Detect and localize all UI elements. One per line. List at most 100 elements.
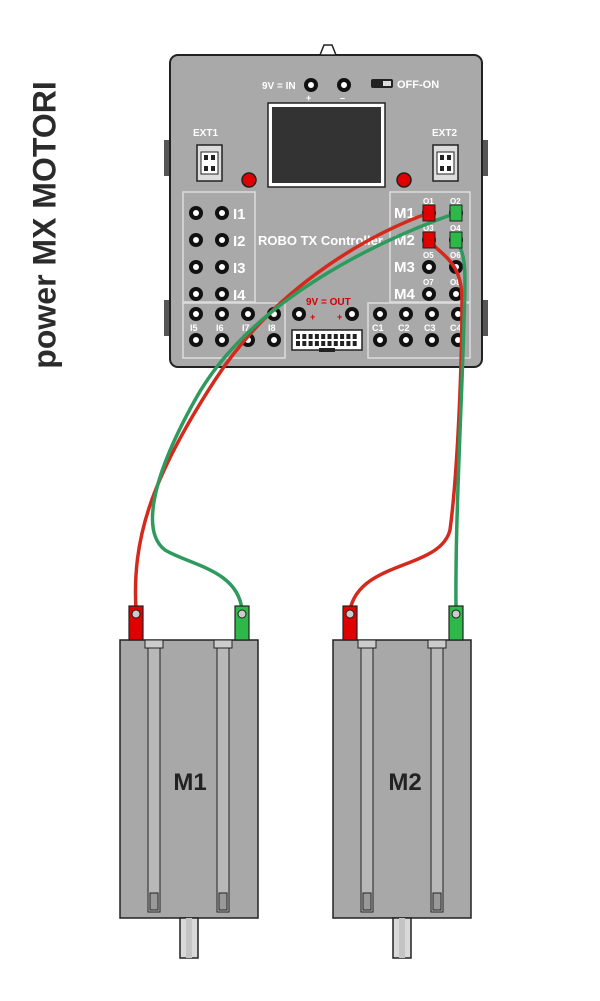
ribbon-pin [321,341,326,346]
output-label: O1 [423,197,434,206]
input-label: I4 [233,287,246,304]
ext1-label: EXT1 [193,128,218,139]
socket-center [193,337,199,343]
socket-center [377,311,383,317]
page-title: power MX MOTORI [26,81,63,369]
motor-m2: M2 [332,639,472,959]
display-screen [272,107,381,183]
motor-body [119,639,259,919]
ribbon-pin [352,341,357,346]
output-label: O5 [423,251,434,260]
power-in-plus: + [306,93,311,103]
wire-m2-red [348,238,464,612]
socket-center [193,264,199,270]
motor-plugs [128,605,464,641]
ribbon-pin [333,334,338,339]
socket-center [245,311,251,317]
ribbon-pin [352,334,357,339]
ribbon-pin [346,341,351,346]
output-label: O8 [450,278,461,287]
socket-center [219,291,225,297]
socket-center [455,337,461,343]
ribbon-pin [296,341,300,346]
ribbon-pin [296,334,300,339]
socket-center [219,337,225,343]
output-label: O4 [450,224,461,233]
output-label: O3 [423,224,434,233]
socket-center [219,210,225,216]
power-in-minus: – [340,93,345,103]
motor-rail [430,647,444,913]
ext1-pins [200,151,219,175]
switch-label: OFF-ON [397,79,439,91]
input-label: I7 [242,323,250,333]
controller-plugs [422,204,463,249]
socket-center [429,337,435,343]
socket-center [377,337,383,343]
wire-m1-green [150,211,458,612]
plug-o3 [422,231,436,249]
socket-center [426,291,432,297]
wire-m2-green [454,238,467,612]
socket-center [271,337,277,343]
motor-m1: M1 [119,639,259,959]
right-button [396,172,412,188]
wires [133,211,467,612]
motor-label: M1 [173,769,206,796]
power-out-label: 9V = OUT [306,297,351,308]
output-label: O6 [450,251,461,260]
ribbon-pin [302,334,307,339]
motor-rail [147,647,161,913]
output-label: O2 [450,197,461,206]
controller-name: ROBO TX Controller [258,233,383,248]
ribbon-pins [296,334,357,346]
input-label: I1 [233,206,246,223]
counter-label: C2 [398,323,410,333]
socket-center [403,311,409,317]
ribbon-pin [308,334,313,339]
counter-label: C3 [424,323,436,333]
socket-center [219,237,225,243]
socket-center [219,311,225,317]
ribbon-pin [308,341,313,346]
plug-o2 [449,204,463,222]
left-button [241,172,257,188]
outputs-panel [389,191,471,303]
ribbon-key [319,348,335,352]
side-tab [164,140,171,176]
ribbon-connector [291,329,363,351]
plug-o4 [449,231,463,249]
power-out-minus: + [337,312,342,322]
wire-m1-red [133,211,431,612]
socket-center [193,291,199,297]
ribbon-pin [327,341,332,346]
power-out-plus: + [310,312,315,322]
ribbon-pin [321,334,326,339]
motor-port-label: M1 [394,205,415,222]
side-tab [164,300,171,336]
socket-center [426,264,432,270]
counter-label: C1 [372,323,384,333]
socket-center [429,311,435,317]
socket-center [193,237,199,243]
motor-body [332,639,472,919]
socket-center [193,210,199,216]
ext2-label: EXT2 [432,128,457,139]
socket-center [308,82,314,88]
ext2-pins [436,151,455,175]
ribbon-pin [302,341,307,346]
motor-label: M2 [388,769,421,796]
ribbon-pin [327,334,332,339]
ribbon-pin [340,334,345,339]
side-tab [481,300,488,336]
output-label: O7 [423,278,434,287]
counters-panel [367,302,471,359]
inputs-bottom-panel [182,302,286,359]
socket-center [453,291,459,297]
inputs-panel [182,191,256,303]
motor-port-label: M4 [394,286,415,303]
